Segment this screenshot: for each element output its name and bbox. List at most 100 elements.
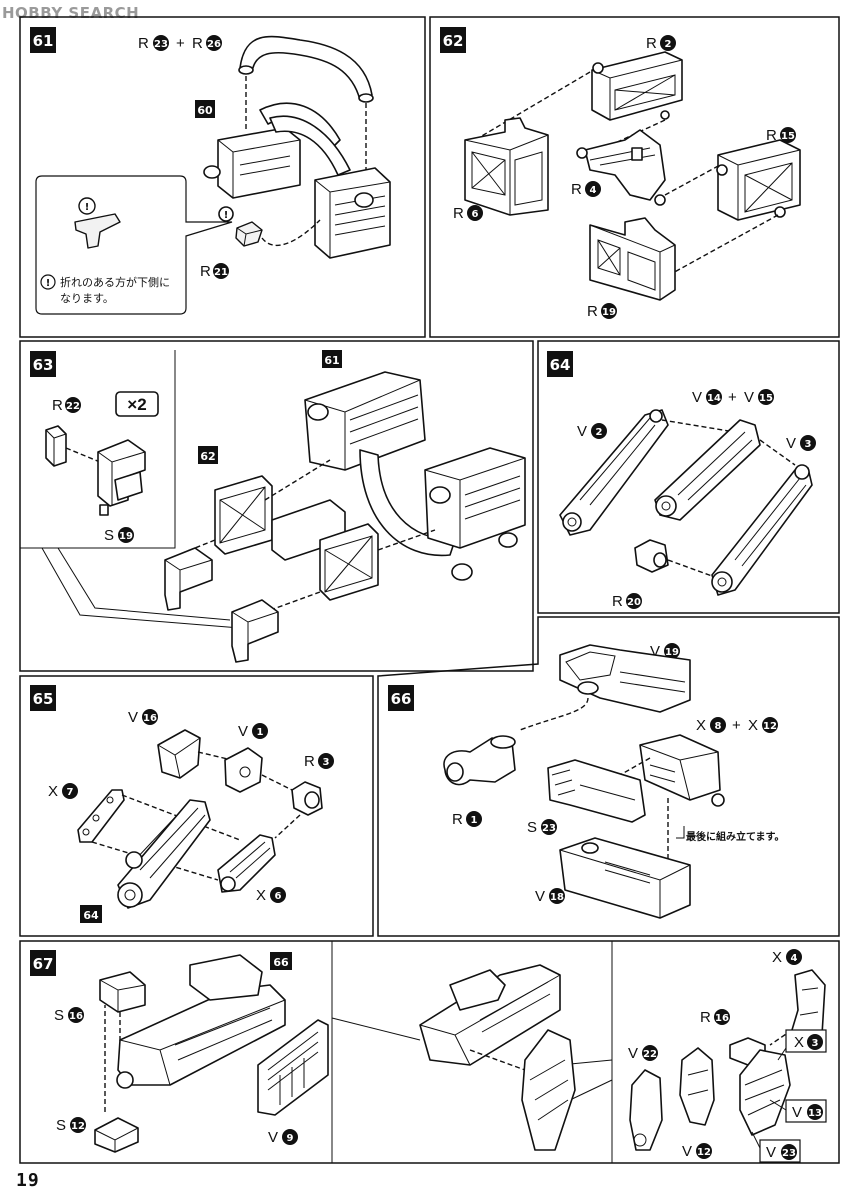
- step-67-number: 67: [33, 955, 54, 973]
- label-r4: R: [571, 181, 582, 198]
- label-v1: V: [238, 723, 248, 740]
- panel-62-frame: [429, 16, 840, 338]
- label-v2-num: 2: [596, 427, 603, 438]
- label-leader: [777, 1047, 787, 1061]
- label-x3: X: [794, 1034, 804, 1051]
- label-r26: R: [192, 35, 203, 52]
- label-x6-num: 6: [275, 891, 282, 902]
- label-v14: V: [692, 389, 702, 406]
- assembly-guide-line: [65, 447, 101, 463]
- label-plus: +: [732, 717, 741, 734]
- panel-66-frame: [377, 616, 840, 937]
- label-x12-num: 12: [763, 721, 777, 732]
- panel-frames: [19, 16, 840, 1164]
- label-r15-num: 15: [781, 131, 795, 142]
- step-64: 64 V 14 + V 15 V 2 V 3: [547, 351, 816, 610]
- step-66-number: 66: [391, 690, 412, 708]
- pipe-end-right: [358, 93, 374, 103]
- assembly-guide-line: [274, 814, 301, 839]
- label-r22: R: [52, 397, 63, 414]
- label-s12: S: [56, 1117, 66, 1134]
- label-v12-num: 12: [697, 1147, 711, 1158]
- panel-64-frame: [537, 340, 840, 614]
- panel-65-frame: [19, 675, 374, 937]
- label-x3-num: 3: [812, 1038, 819, 1049]
- subassembly-64-number: 64: [83, 909, 99, 922]
- label-r21: R: [200, 263, 211, 280]
- part-number-circle-r23: [153, 35, 169, 51]
- part-v19: [559, 644, 691, 713]
- part-s19-copy-2: [231, 599, 279, 663]
- label-s12-num: 12: [71, 1121, 85, 1132]
- step-61: 61 R 23 + R 26 60: [30, 27, 391, 315]
- assembly-guide-line: [619, 757, 651, 776]
- step-63-number: 63: [33, 356, 54, 374]
- label-v16-num: 16: [143, 713, 157, 724]
- panel-67-frame: [19, 940, 840, 1164]
- panel-61-frame: [19, 16, 426, 338]
- label-s19-num: 19: [119, 531, 133, 542]
- part-v14-v15: [654, 419, 761, 521]
- label-s23: S: [527, 819, 537, 836]
- label-x7-num: 7: [67, 787, 74, 798]
- part-s19: [97, 439, 146, 516]
- page-number: 19: [16, 1170, 40, 1191]
- panel-63-frame: [19, 340, 534, 672]
- part-r19: [589, 217, 676, 301]
- label-v16: V: [128, 709, 138, 726]
- part-v9: [257, 1019, 329, 1116]
- label-v14-num: 14: [707, 393, 721, 404]
- note-leader: [676, 826, 685, 839]
- label-r16: R: [700, 1009, 711, 1026]
- svg-text:!: !: [46, 278, 51, 289]
- warning-icon: [218, 206, 234, 222]
- subassembly-60-number: 60: [197, 104, 213, 117]
- part-s12: [94, 1117, 139, 1153]
- panel-leader: [331, 1017, 421, 1041]
- label-v15: V: [744, 389, 754, 406]
- label-v12: V: [682, 1143, 692, 1160]
- label-r1-num: 1: [471, 815, 478, 826]
- part-v2: [559, 409, 669, 536]
- label-v22: V: [628, 1045, 638, 1062]
- label-leader: [751, 1131, 761, 1149]
- part-x8-x12: [639, 734, 725, 807]
- assembly-guide-line: [659, 214, 779, 281]
- label-r20-num: 20: [627, 597, 641, 608]
- label-v19-num: 19: [665, 647, 679, 658]
- part-v18: [559, 837, 691, 919]
- step-62-badge: [440, 27, 466, 53]
- label-v13-num: 13: [808, 1108, 822, 1119]
- label-r23-num: 23: [154, 39, 168, 50]
- part-r4: [576, 129, 666, 206]
- label-r19-num: 19: [602, 307, 616, 318]
- step-65-number: 65: [33, 690, 54, 708]
- label-x6: X: [256, 887, 266, 904]
- label-r21-num: 21: [214, 267, 228, 278]
- part-x6: [217, 834, 276, 893]
- label-r16-num: 16: [715, 1013, 729, 1024]
- quantity-box: [115, 391, 159, 417]
- note-callout: ! ! 折れのある方が下側に なります。: [35, 175, 233, 315]
- pipe-end-left: [238, 65, 254, 75]
- frame-assembly-62: [214, 475, 379, 601]
- assembly-guide-line: [121, 794, 241, 841]
- part-r6: [464, 117, 549, 216]
- label-x8-num: 8: [715, 721, 722, 732]
- label-v18-num: 18: [550, 892, 564, 903]
- step-63: 63 R 22 ×2 S 19 61: [20, 350, 526, 663]
- part-v22: [629, 1069, 663, 1151]
- part-r15: [716, 139, 801, 221]
- engine-block-assembly: [203, 102, 391, 259]
- part-r21: [235, 221, 263, 247]
- label-r23: R: [138, 35, 149, 52]
- note-part-illustration: [74, 213, 121, 249]
- label-x4-num: 4: [791, 953, 798, 964]
- assembly-guide-line: [197, 751, 233, 761]
- subassembly-60-badge: [195, 100, 215, 118]
- part-number-circle-r21: [213, 263, 229, 279]
- quantity-text: ×2: [127, 395, 146, 414]
- assembly-guide-line: [261, 774, 293, 791]
- subassembly-62-number: 62: [200, 450, 215, 463]
- label-r15: R: [766, 127, 777, 144]
